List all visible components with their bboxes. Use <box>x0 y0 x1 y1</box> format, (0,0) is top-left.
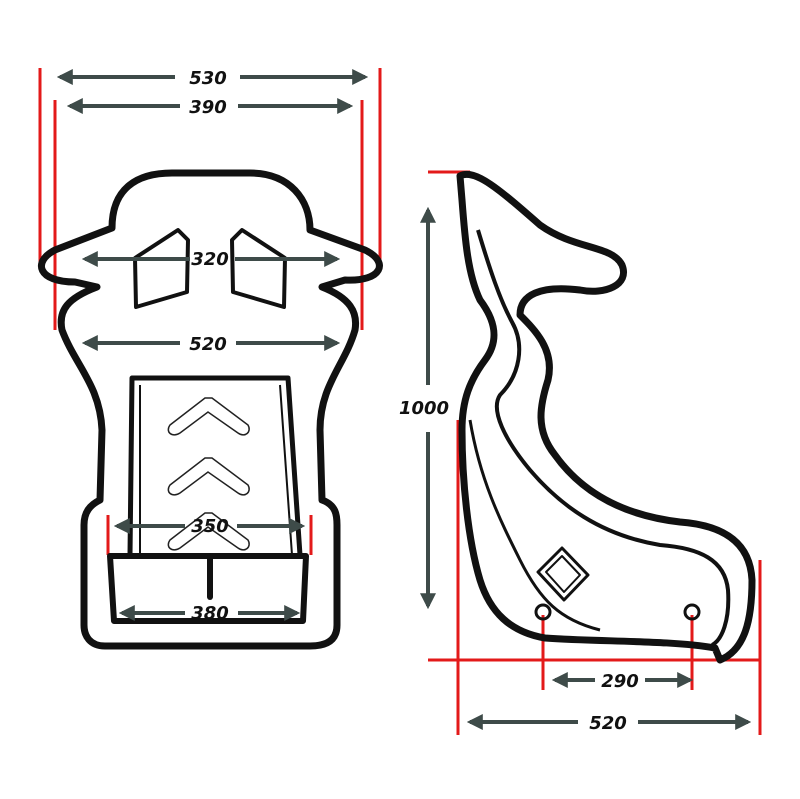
chevron-marks <box>167 397 250 551</box>
harness-slot-icon <box>536 546 590 602</box>
label-seat-inner-width: 350 <box>191 516 229 537</box>
front-dimension-arrows <box>56 69 369 621</box>
label-headrest-width: 320 <box>191 249 229 270</box>
mount-hole-rear <box>683 603 701 621</box>
label-base-width: 380 <box>191 603 229 624</box>
label-mount-spacing: 290 <box>601 671 639 692</box>
front-view: 530 390 320 520 350 380 <box>37 68 383 650</box>
headrest-right-hole <box>230 228 287 309</box>
backrest-panel <box>127 375 303 558</box>
mount-hole-front <box>534 603 552 621</box>
side-seat-outline <box>456 171 756 664</box>
side-inner-contour <box>476 229 731 647</box>
side-dimension-arrows <box>420 206 752 730</box>
label-depth: 520 <box>589 713 627 734</box>
front-guide-lines <box>38 68 382 622</box>
seat-base-box <box>107 553 309 624</box>
label-backrest-width: 520 <box>189 334 227 355</box>
front-seat-outline <box>37 169 383 650</box>
label-shoulder-width: 390 <box>189 97 227 118</box>
side-view: 1000 290 520 <box>399 170 762 735</box>
label-height: 1000 <box>399 398 449 419</box>
label-overall-width: 530 <box>189 68 227 89</box>
headrest-left-hole <box>133 228 190 309</box>
